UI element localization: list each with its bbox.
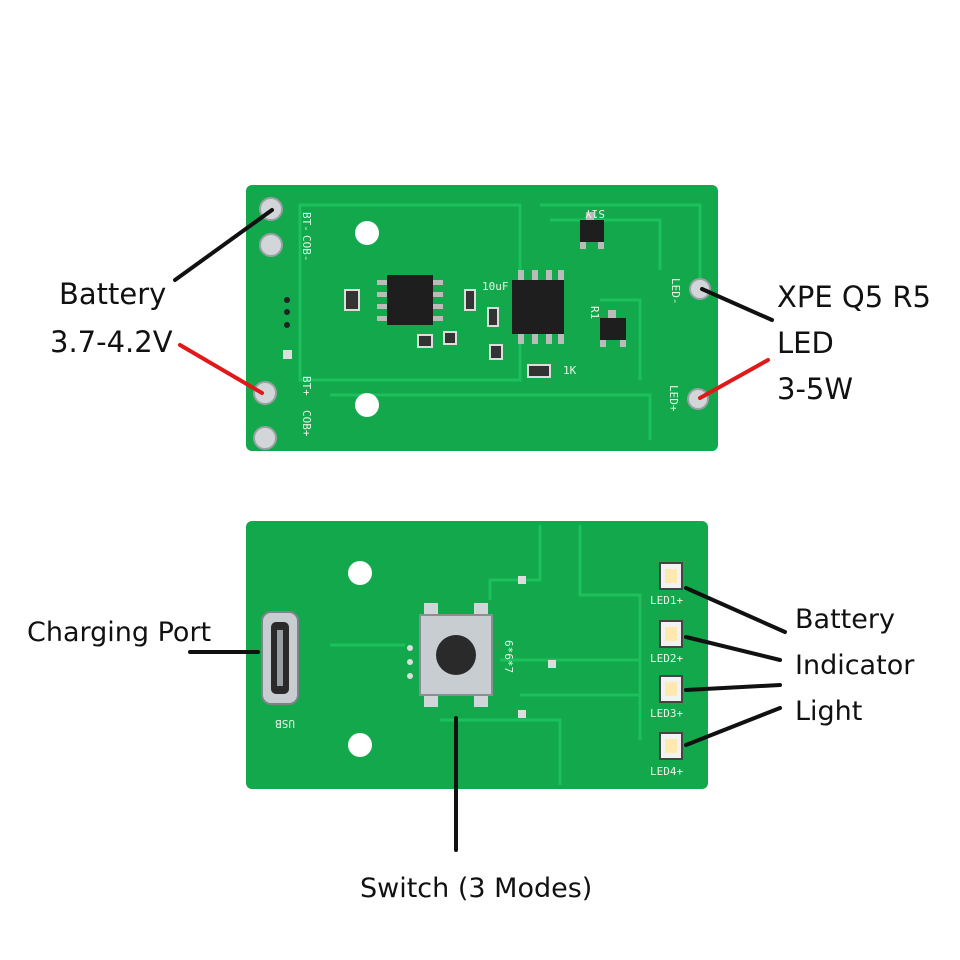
transistor-top xyxy=(580,212,604,249)
label-indicator-line1: Battery xyxy=(795,604,895,635)
leader-lines xyxy=(173,208,787,852)
mounting-hole xyxy=(355,221,379,245)
top-pcb-board: BT- COB- BT+ COB+ LED- LED+ S1Y 10uF 1K … xyxy=(246,185,718,451)
label-indicator-line3: Light xyxy=(795,696,863,727)
leader-led3 xyxy=(684,683,782,692)
leader-battery-plus xyxy=(178,343,264,395)
transistor-bottom xyxy=(600,310,626,347)
ic-chip-left xyxy=(377,275,443,325)
label-led-line3: 3-5W xyxy=(777,372,854,406)
mounting-hole xyxy=(355,393,379,417)
silk-r1: R1 xyxy=(588,306,601,319)
leader-battery-minus xyxy=(173,208,274,282)
silk-cob-plus: COB+ xyxy=(300,410,313,437)
pad-bt-plus xyxy=(253,381,277,405)
bottom-pcb-board: USB 6*6*7 LED1+ LED2+ LED3+ LED4+ xyxy=(246,521,708,789)
leader-led1 xyxy=(684,586,787,634)
led-4 xyxy=(659,732,683,760)
label-battery-line1: Battery xyxy=(59,277,167,311)
label-led-line1: XPE Q5 R5 xyxy=(777,280,931,314)
label-battery-line2: 3.7-4.2V xyxy=(50,325,173,359)
mounting-hole xyxy=(348,561,372,585)
silk-led2: LED2+ xyxy=(650,652,683,665)
led-2 xyxy=(659,620,683,648)
leader-led-minus xyxy=(700,287,774,322)
silk-led-minus: LED- xyxy=(669,278,682,305)
led-1 xyxy=(659,562,683,590)
silk-usb: USB xyxy=(275,717,295,730)
silk-led1: LED1+ xyxy=(650,594,683,607)
ic-chip-right xyxy=(512,270,564,344)
pad-led-plus xyxy=(687,388,709,410)
leader-led4 xyxy=(684,706,782,747)
silk-bt-minus: BT- xyxy=(300,212,313,232)
pad-cob-plus xyxy=(253,426,277,450)
mounting-hole xyxy=(348,733,372,757)
label-switch: Switch (3 Modes) xyxy=(360,873,593,904)
leader-led2 xyxy=(684,635,782,662)
pad-cob-minus xyxy=(259,233,283,257)
silk-led4: LED4+ xyxy=(650,765,683,778)
label-led-line2: LED xyxy=(777,326,834,360)
led-3 xyxy=(659,675,683,703)
silk-s1y: S1Y xyxy=(585,207,605,220)
silk-10uf: 10uF xyxy=(482,280,509,293)
silk-led3: LED3+ xyxy=(650,707,683,720)
label-charging-port: Charging Port xyxy=(27,617,212,648)
silk-led-plus: LED+ xyxy=(667,385,680,412)
micro-usb-port xyxy=(261,611,299,705)
silk-cob-minus: COB- xyxy=(300,235,313,262)
tactile-switch xyxy=(419,603,493,707)
label-indicator-line2: Indicator xyxy=(795,650,915,681)
silk-1k: 1K xyxy=(563,364,577,377)
silk-bt-plus: BT+ xyxy=(300,376,313,396)
leader-led-plus xyxy=(698,358,770,400)
silk-6x6x7: 6*6*7 xyxy=(502,640,515,673)
